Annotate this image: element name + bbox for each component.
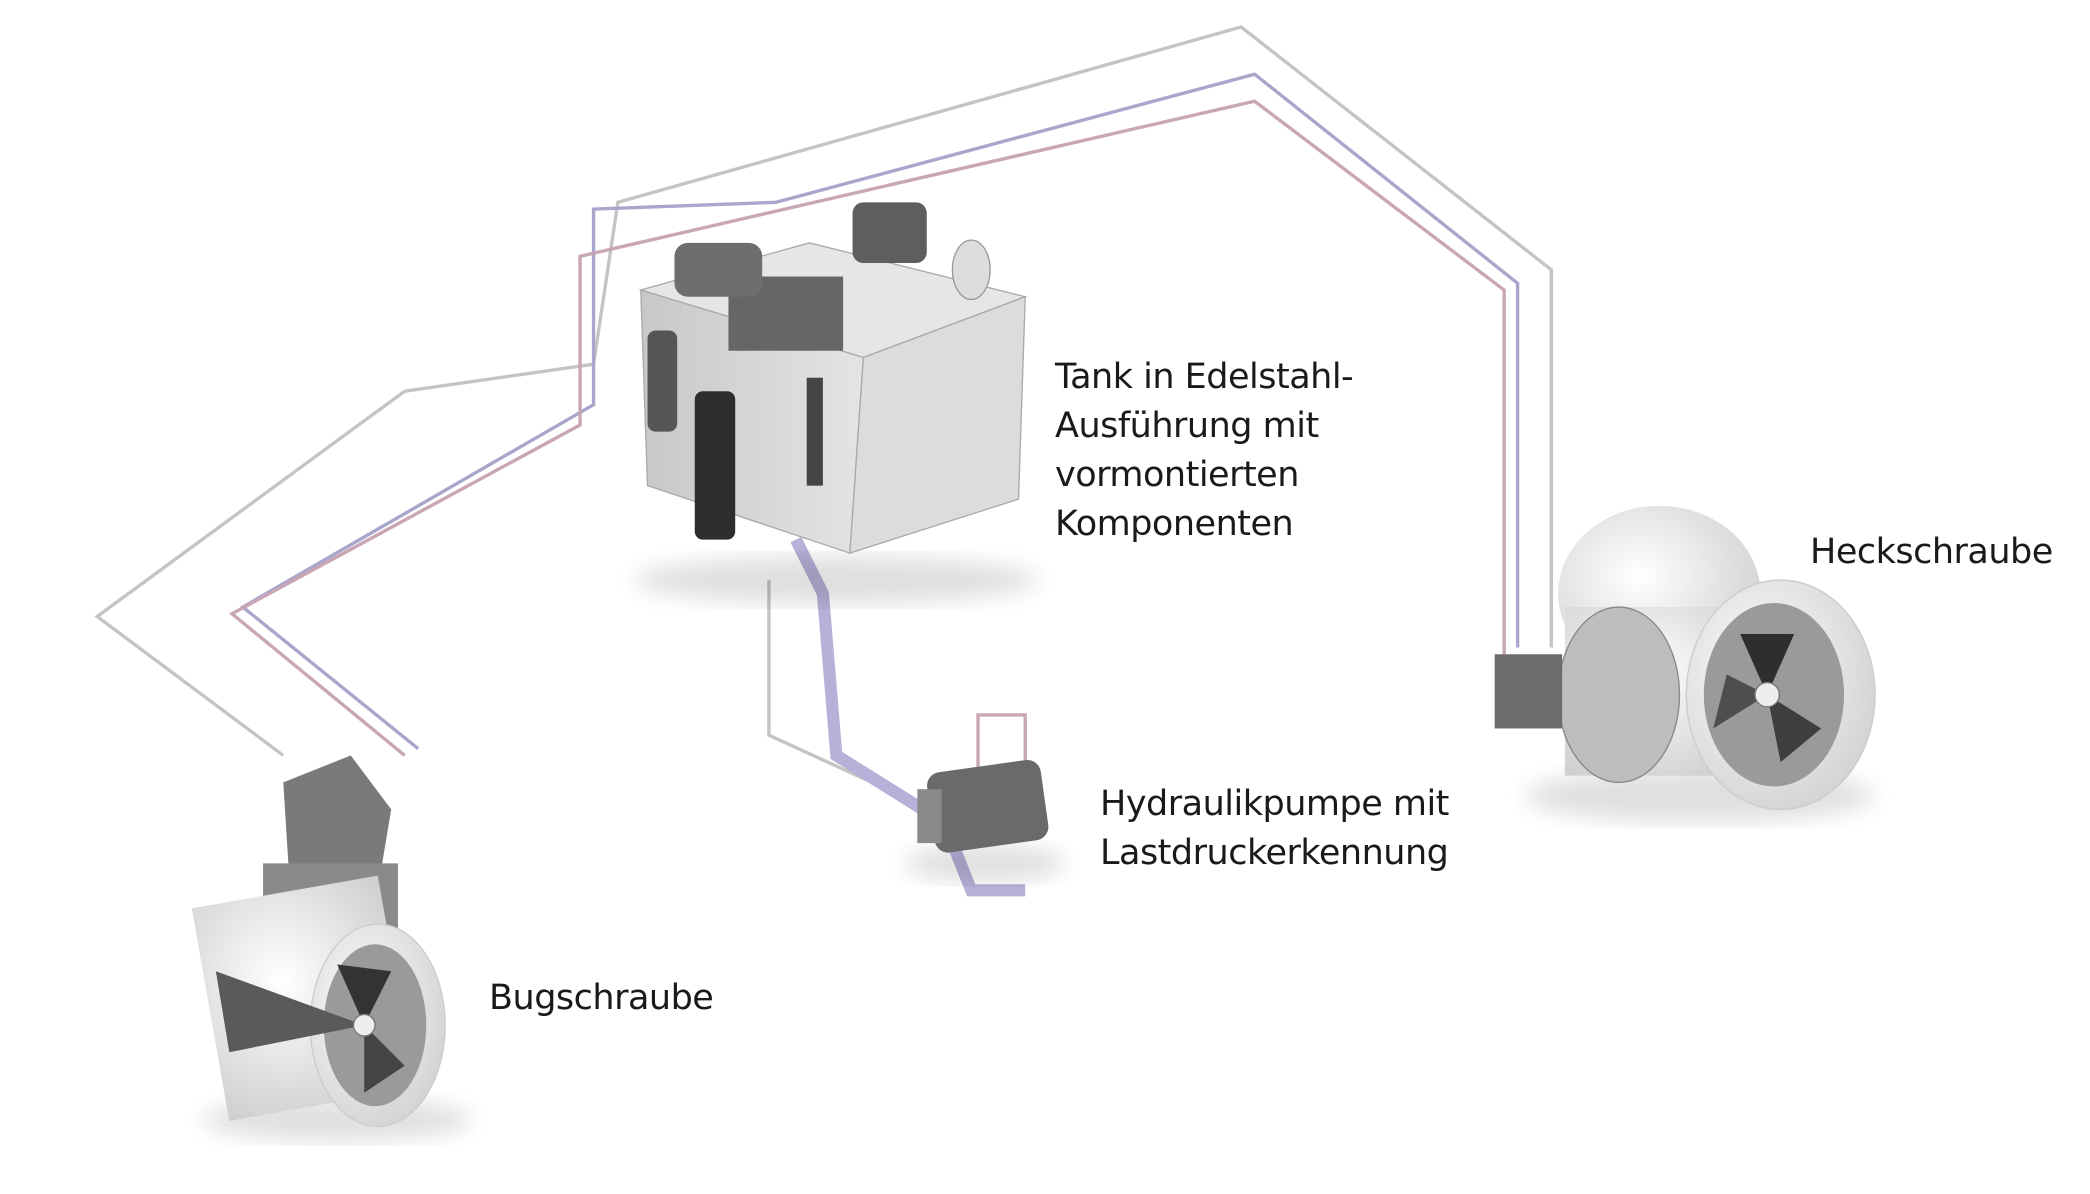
tank-label-line: Komponenten (1055, 504, 1294, 544)
tank-label: Tank in Edelstahl- Ausführung mit vormon… (1055, 353, 1354, 549)
pump-label-line: Hydraulikpumpe mit (1100, 784, 1449, 824)
tank-label-line: Ausführung mit (1055, 406, 1319, 446)
bow-thruster-label: Bugschraube (489, 978, 714, 1018)
tank-label-line: Tank in Edelstahl- (1055, 357, 1354, 397)
stern-thruster-label: Heckschraube (1810, 532, 2053, 572)
stern-thruster (1494, 505, 1876, 823)
tank-label-line: vormontierten (1055, 455, 1299, 495)
tank-unit (634, 202, 1039, 605)
hydraulic-pump (903, 759, 1066, 883)
bow-thruster (191, 755, 473, 1142)
pump-label: Hydraulikpumpe mit Lastdruckerkennung (1100, 780, 1449, 878)
pump-label-line: Lastdruckerkennung (1100, 833, 1449, 873)
